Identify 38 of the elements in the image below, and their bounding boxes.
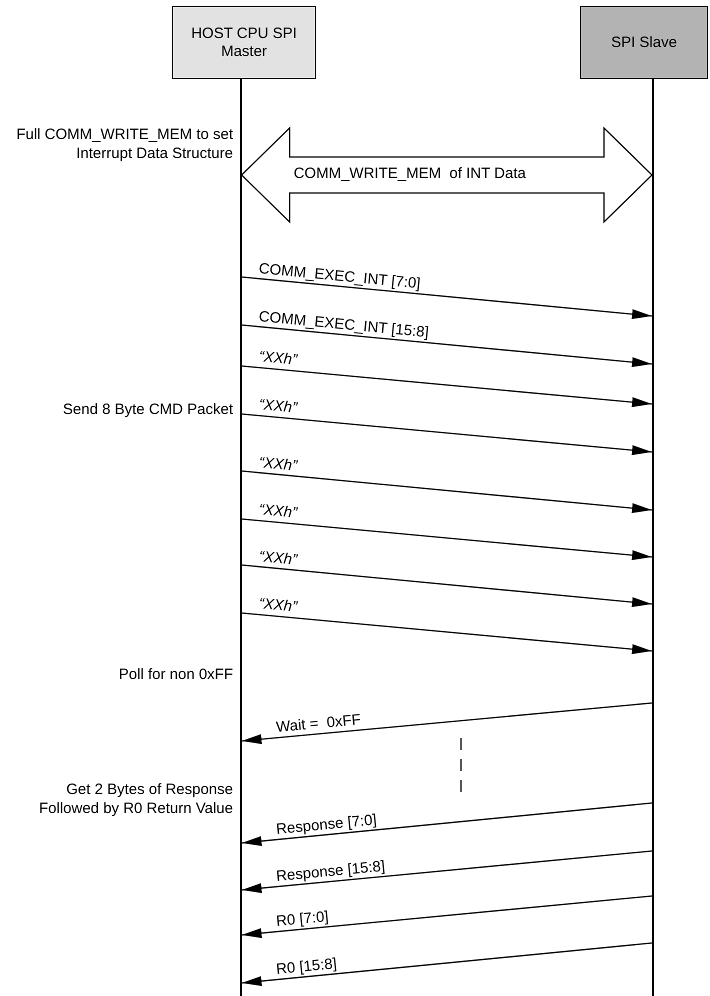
step-description: Get 2 Bytes of Response Followed by R0 Return Value xyxy=(38,780,233,818)
edge-label: COMM_EXEC_INT [7:0] xyxy=(258,260,421,292)
message-arrow xyxy=(242,942,652,986)
message-arrow xyxy=(242,612,652,654)
step-description: Send 8 Byte CMD Packet xyxy=(62,400,233,419)
lifeline-header xyxy=(172,6,316,79)
edge-label: COMM_EXEC_INT [15:8] xyxy=(258,308,429,341)
message-arrow xyxy=(242,702,652,744)
edge-label: “XXh” xyxy=(258,398,298,417)
message-arrow xyxy=(242,518,652,560)
edge-label: R0 [7:0] xyxy=(275,908,329,930)
message-arrow xyxy=(242,564,652,608)
message-arrow xyxy=(242,413,652,456)
edge-label: Response [7:0] xyxy=(275,812,378,838)
edge-label: “XXh” xyxy=(258,350,298,369)
lifeline-title: HOST CPU SPI Master xyxy=(190,24,298,60)
message-arrow xyxy=(242,850,652,894)
lifeline xyxy=(652,79,654,996)
edge-label: Wait = 0xFF xyxy=(275,712,362,736)
message-arrow xyxy=(242,802,652,846)
double-block-arrow xyxy=(240,126,653,224)
edge-label: “XXh” xyxy=(258,502,298,522)
edge-label: “XXh” xyxy=(258,548,298,568)
step-description: Poll for non 0xFF xyxy=(118,665,233,684)
message-arrow xyxy=(242,365,652,408)
edge-label: R0 [15:8] xyxy=(275,956,338,978)
step-description: Full COMM_WRITE_MEM to set Interrupt Data Structure xyxy=(15,125,233,163)
lifeline xyxy=(240,79,242,996)
lifeline-header xyxy=(580,6,708,79)
message-arrow xyxy=(242,276,652,320)
message-arrow xyxy=(242,470,652,514)
edge-label: COMM_WRITE_MEM of INT Data xyxy=(294,166,526,182)
lifeline-title: SPI Slave xyxy=(611,34,677,52)
edge-label: Response [15:8] xyxy=(275,858,386,885)
message-arrow xyxy=(242,895,652,938)
message-arrow xyxy=(242,324,652,368)
edge-label: “XXh” xyxy=(258,596,298,616)
edge-label: “XXh” xyxy=(258,454,298,474)
